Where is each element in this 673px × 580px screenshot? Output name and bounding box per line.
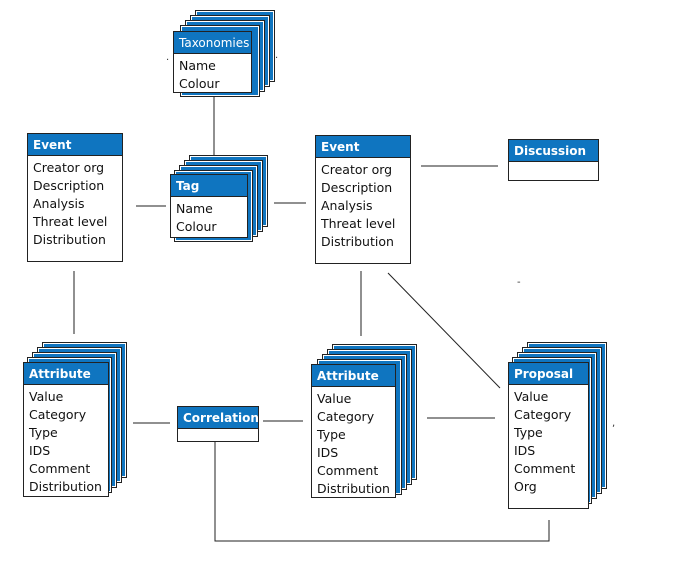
attribute-left-card: Attribute Value Category Type IDS Commen… [23, 362, 109, 497]
field: Category [29, 407, 87, 422]
field: Distribution [321, 234, 394, 249]
entity-title: Discussion [509, 140, 598, 162]
field: Type [29, 425, 58, 440]
entity-title: Correlation [178, 407, 259, 429]
field: Name [179, 58, 216, 73]
field: Comment [514, 461, 576, 476]
field: Colour [176, 219, 217, 234]
field: Type [317, 427, 346, 442]
field: Description [321, 180, 393, 195]
field: Creator org [321, 162, 393, 177]
field: Comment [317, 463, 379, 478]
discussion-card: Discussion [508, 139, 599, 181]
entity-title: Event [316, 136, 410, 158]
entity-title: Attribute [24, 363, 108, 385]
field: Value [317, 391, 352, 406]
stray-dot: . [275, 50, 279, 61]
field: Threat level [321, 216, 396, 231]
field: Value [514, 389, 549, 404]
field: Value [29, 389, 64, 404]
field: Category [317, 409, 375, 424]
field: Category [514, 407, 572, 422]
entity-title: Taxonomies [174, 32, 251, 54]
field: Colour [179, 76, 220, 91]
entity-title: Attribute [312, 365, 395, 387]
stray-mark: , [612, 418, 616, 429]
stray-dash: - [517, 277, 521, 288]
entity-title: Proposal [509, 363, 588, 385]
connector-event-right-proposal [387, 272, 501, 389]
stray-dot: . [166, 52, 170, 63]
field: Org [514, 479, 537, 494]
field: Threat level [33, 214, 108, 229]
correlation-card: Correlation [177, 406, 259, 442]
entity-title: Tag [171, 175, 247, 197]
field: Type [514, 425, 543, 440]
field: IDS [514, 443, 536, 458]
field: Description [33, 178, 105, 193]
field: Analysis [33, 196, 85, 211]
field: Creator org [33, 160, 105, 175]
proposal-card: Proposal Value Category Type IDS Comment… [508, 362, 589, 509]
entity-title: Event [28, 134, 122, 156]
field: IDS [29, 443, 51, 458]
event-left-card: Event Creator org Description Analysis T… [27, 133, 123, 262]
field: IDS [317, 445, 339, 460]
field: Distribution [33, 232, 106, 247]
taxonomies-card: Taxonomies Name Colour [173, 31, 252, 93]
field: Analysis [321, 198, 373, 213]
event-right-card: Event Creator org Description Analysis T… [315, 135, 411, 264]
field: Distribution [29, 479, 102, 494]
field: Comment [29, 461, 91, 476]
field: Distribution [317, 481, 390, 496]
field: Name [176, 201, 213, 216]
attribute-right-card: Attribute Value Category Type IDS Commen… [311, 364, 396, 498]
tag-card: Tag Name Colour [170, 174, 248, 238]
connector-correlation-proposal [214, 442, 550, 542]
